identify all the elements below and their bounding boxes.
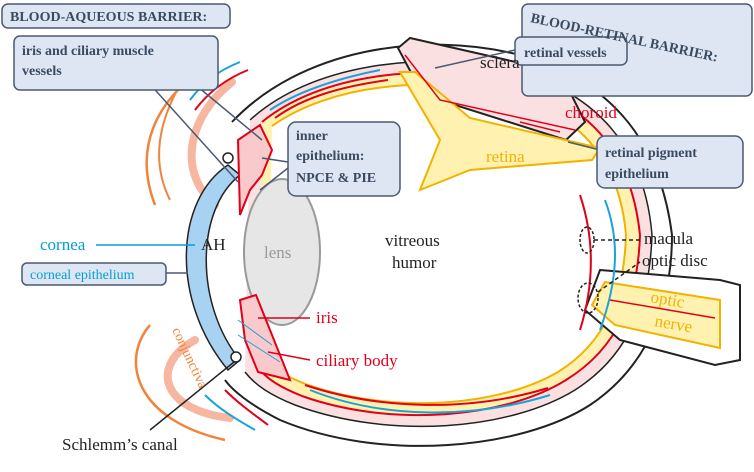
- label-vitreous-2: humor: [392, 253, 437, 272]
- label-ciliary-body: ciliary body: [316, 351, 398, 370]
- optic-disc-marker: [577, 282, 599, 314]
- iris-ciliary: [236, 123, 292, 382]
- label-retina: retina: [486, 147, 525, 166]
- label-cornea: cornea: [40, 235, 86, 254]
- label-rpe-1: retinal pigment: [605, 146, 697, 161]
- box-retinal-vessels: [514, 36, 628, 66]
- label-optic-disc: optic disc: [642, 251, 708, 270]
- vessels: [189, 61, 616, 431]
- label-inner-epithelium-2: epithelium:: [296, 149, 364, 164]
- label-iris: iris: [316, 308, 338, 327]
- lens: [243, 178, 321, 326]
- label-retinal-vessels: retinal vessels: [524, 46, 607, 61]
- label-lens: lens: [264, 243, 291, 262]
- label-iris-vessels-1: iris and ciliary muscle: [22, 44, 154, 59]
- box-inner-epithelium: [287, 121, 401, 197]
- label-ah: AH: [201, 235, 226, 254]
- schlemms-canal-top: [222, 152, 234, 164]
- label-corneal-epithelium: corneal epithelium: [30, 268, 135, 283]
- label-iris-vessels-2: vessels: [22, 64, 62, 79]
- label-choroid: choroid: [565, 103, 617, 122]
- retina-cutout: [396, 36, 602, 192]
- label-blood-aqueous-barrier: BLOOD-AQUEOUS BARRIER:: [10, 10, 207, 25]
- label-inner-epithelium-1: inner: [296, 129, 328, 144]
- label-schlemms-canal: Schlemm’s canal: [62, 435, 178, 454]
- pointer-lines: [96, 49, 601, 431]
- box-iris-vessels: [13, 35, 219, 91]
- label-vitreous-1: vitreous: [385, 231, 440, 250]
- label-sclera: sclera: [480, 53, 520, 72]
- label-inner-epithelium-3: NPCE & PIE: [296, 171, 376, 186]
- box-rpe: [596, 135, 744, 189]
- label-rpe-2: epithelium: [605, 167, 669, 182]
- label-macula: macula: [644, 229, 694, 248]
- optic-nerve: [583, 268, 741, 367]
- cornea: [185, 164, 242, 372]
- schlemms-canal-bottom: [230, 351, 242, 363]
- box-blood-aqueous: [1, 3, 231, 29]
- box-corneal-epithelium: [21, 262, 167, 286]
